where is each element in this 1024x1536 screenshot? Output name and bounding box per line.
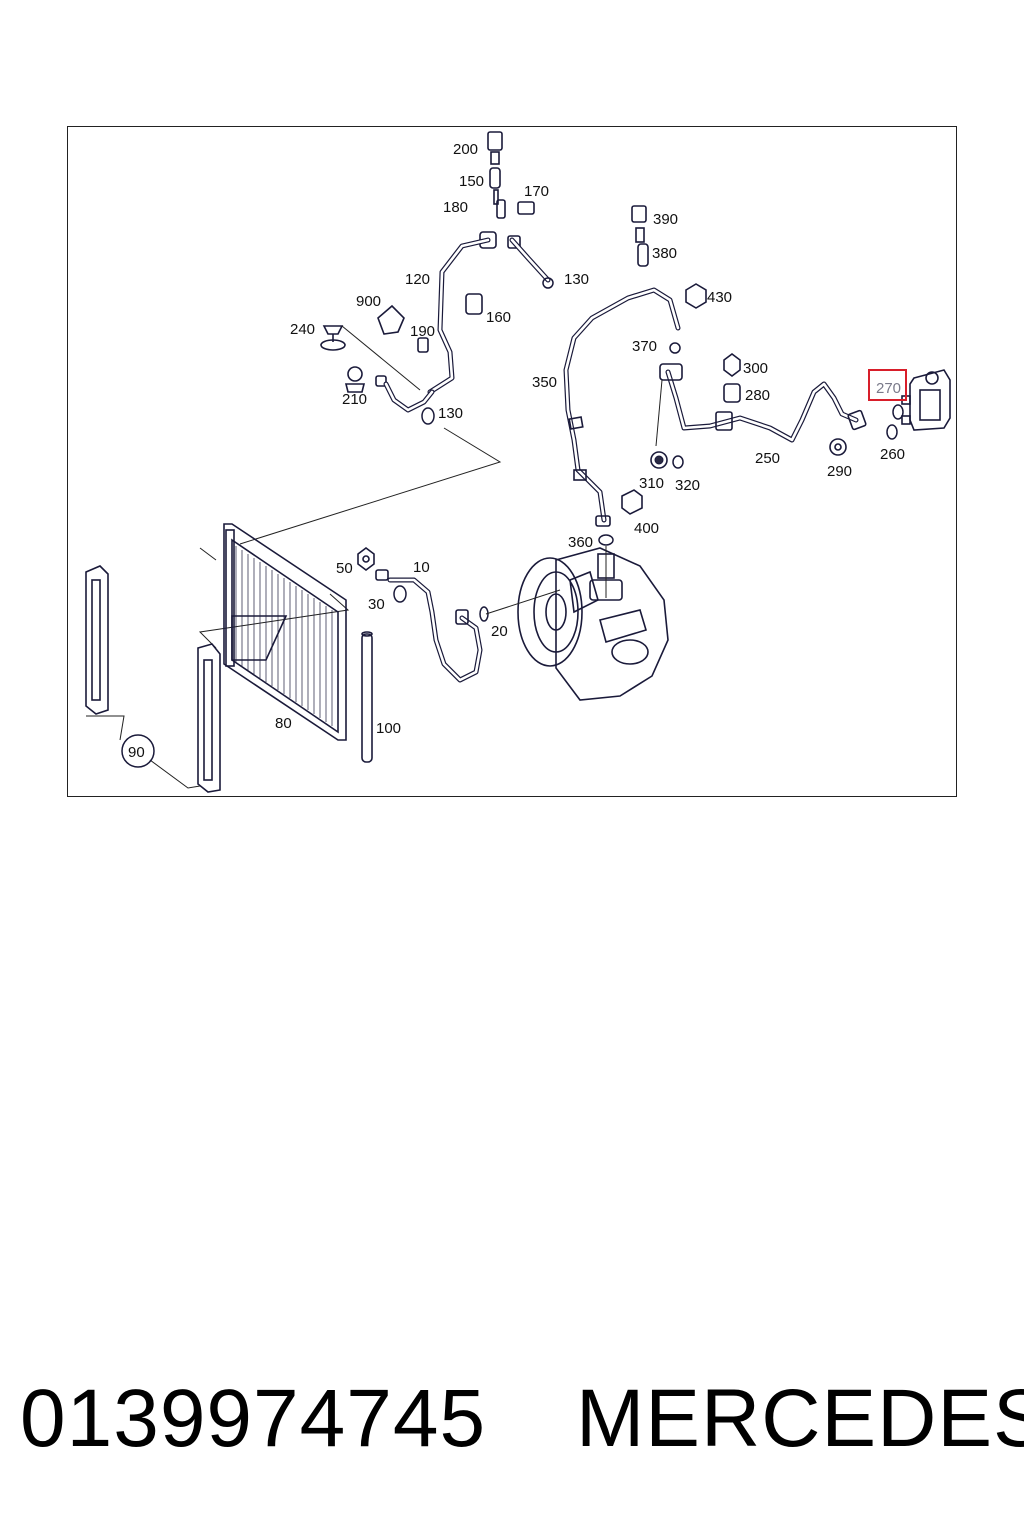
callout-label: 430	[707, 289, 732, 306]
callout-label: 50	[336, 560, 353, 577]
callout-label: 390	[653, 211, 678, 228]
sensor-390-380	[631, 205, 707, 354]
callout-label: 160	[486, 309, 511, 326]
hose-210	[344, 366, 435, 425]
callout-label: 240	[290, 321, 315, 338]
callout-label: 90	[128, 744, 145, 761]
callout-label: 210	[342, 391, 367, 408]
callout-label: 260	[880, 446, 905, 463]
parts-300-280	[723, 353, 741, 403]
callout-label: 20	[491, 623, 508, 640]
hose-250	[655, 363, 867, 447]
callout-label: 360	[568, 534, 593, 551]
callout-label: 350	[532, 374, 557, 391]
callout-label: 30	[368, 596, 385, 613]
callout-label: 180	[443, 199, 468, 216]
pressure-switch-assembly	[479, 131, 535, 249]
callout-label: 150	[459, 173, 484, 190]
callout-label: 170	[524, 183, 549, 200]
dryer-100	[361, 631, 373, 763]
callout-label: 280	[745, 387, 770, 404]
callout-label: 190	[410, 323, 435, 340]
left-upper-small-parts	[320, 293, 483, 391]
brand-name: MERCEDES	[576, 1373, 1024, 1464]
callout-label: 310	[639, 475, 664, 492]
callout-label: 380	[652, 245, 677, 262]
callout-label: 80	[275, 715, 292, 732]
callout-label: 130	[438, 405, 463, 422]
callout-label: 200	[453, 141, 478, 158]
brackets-90	[85, 565, 221, 793]
callout-label: 10	[413, 559, 430, 576]
condenser-80	[223, 523, 347, 741]
ac-system-parts-diagram: 200 150 170 180 120 130 160 900 240 190 …	[85, 131, 951, 793]
callout-labels: 200 150 170 180 120 130 160 900 240 190 …	[128, 141, 907, 761]
diagram-frame	[67, 126, 957, 797]
hose-120	[427, 237, 554, 395]
callout-label: 320	[675, 477, 700, 494]
callout-label: 130	[564, 271, 589, 288]
highlighted-callout[interactable]: 270	[876, 380, 901, 397]
part-number: 0139974745	[20, 1373, 487, 1464]
callout-label: 900	[356, 293, 381, 310]
parts-310-320-400-360	[598, 451, 684, 546]
callout-label: 400	[634, 520, 659, 537]
callout-label: 370	[632, 338, 657, 355]
callout-label: 100	[376, 720, 401, 737]
compressor	[517, 546, 669, 701]
callout-label: 120	[405, 271, 430, 288]
callout-label: 250	[755, 450, 780, 467]
callout-label: 300	[743, 360, 768, 377]
hose-10	[357, 547, 561, 683]
callout-label: 290	[827, 463, 852, 480]
highlight-box	[868, 369, 907, 401]
hose-350	[563, 287, 681, 527]
part-290	[829, 438, 847, 456]
